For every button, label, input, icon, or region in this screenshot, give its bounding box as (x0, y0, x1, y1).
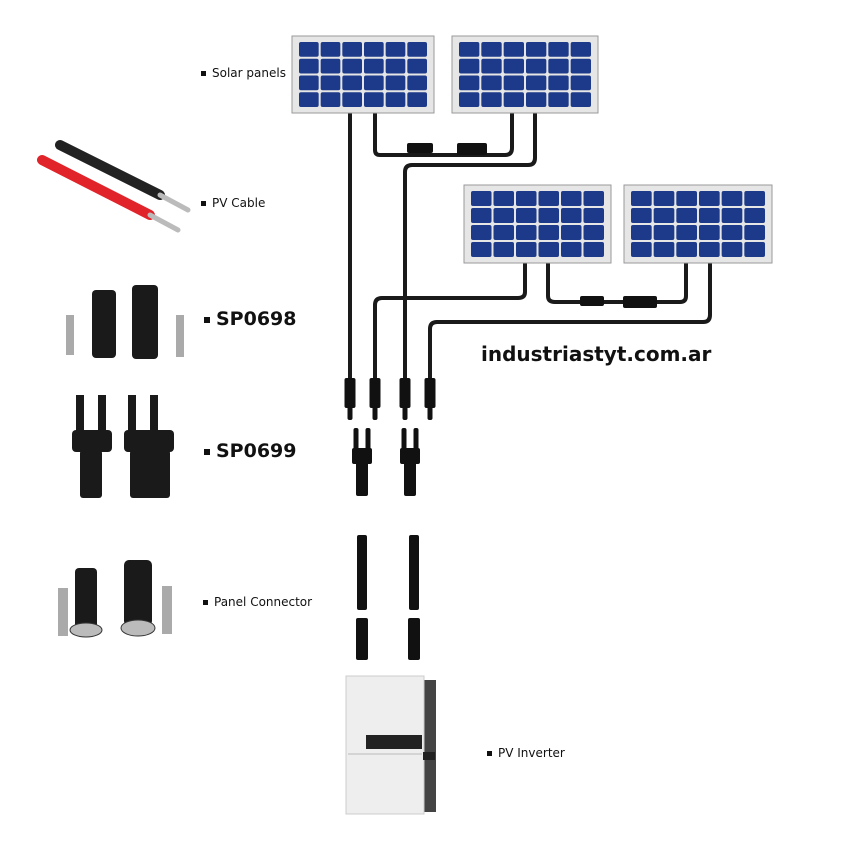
label-pv-cable: PV Cable (201, 196, 265, 210)
solar-panel (463, 184, 612, 264)
mc4-connector (623, 296, 657, 308)
mc4-connector (404, 462, 416, 496)
solar-panel (623, 184, 773, 264)
mc4-connector (347, 406, 353, 420)
label-pv-inverter: PV Inverter (487, 746, 565, 760)
cable (403, 112, 537, 380)
mc4-connector (409, 535, 419, 610)
cables (348, 112, 712, 380)
mc4-connector (357, 535, 367, 610)
solar-panel (291, 35, 435, 114)
mc4-connector (407, 143, 433, 153)
sp0699-branch-connector-image (72, 395, 174, 498)
cable (373, 112, 514, 157)
cable (546, 262, 688, 304)
mc4-connector (356, 618, 368, 660)
panel-connector-image (58, 560, 172, 638)
mc4-connector (369, 378, 381, 408)
mc4-connector (402, 406, 408, 420)
mc4-connector (344, 378, 356, 408)
solar-panel (451, 35, 599, 114)
mc4-connector (580, 296, 604, 306)
label-solar-panels: Solar panels (201, 66, 286, 80)
label-sp0698: SP0698 (204, 308, 297, 330)
sp0698-connector-image (66, 285, 184, 359)
label-sp0699: SP0699 (204, 440, 297, 462)
pv-cable-image (37, 140, 191, 233)
mc4-connector (427, 406, 433, 420)
mc4-connector (424, 378, 436, 408)
mc4-connector (372, 406, 378, 420)
cable (373, 262, 527, 380)
mc4-connector (399, 378, 411, 408)
pv-inverter-image (345, 675, 436, 815)
website-watermark: industriastyt.com.ar (481, 342, 712, 366)
mc4-connector (413, 428, 419, 452)
mc4-connector (356, 462, 368, 496)
mc4-connector (352, 448, 372, 464)
mc4-connector (400, 448, 420, 464)
mc4-connector (457, 143, 487, 155)
mc4-connector (365, 428, 371, 452)
mc4-connector (401, 428, 407, 452)
label-panel-connector: Panel Connector (203, 595, 312, 609)
cable (428, 262, 712, 380)
mc4-connector (353, 428, 359, 452)
mc4-connector (408, 618, 420, 660)
